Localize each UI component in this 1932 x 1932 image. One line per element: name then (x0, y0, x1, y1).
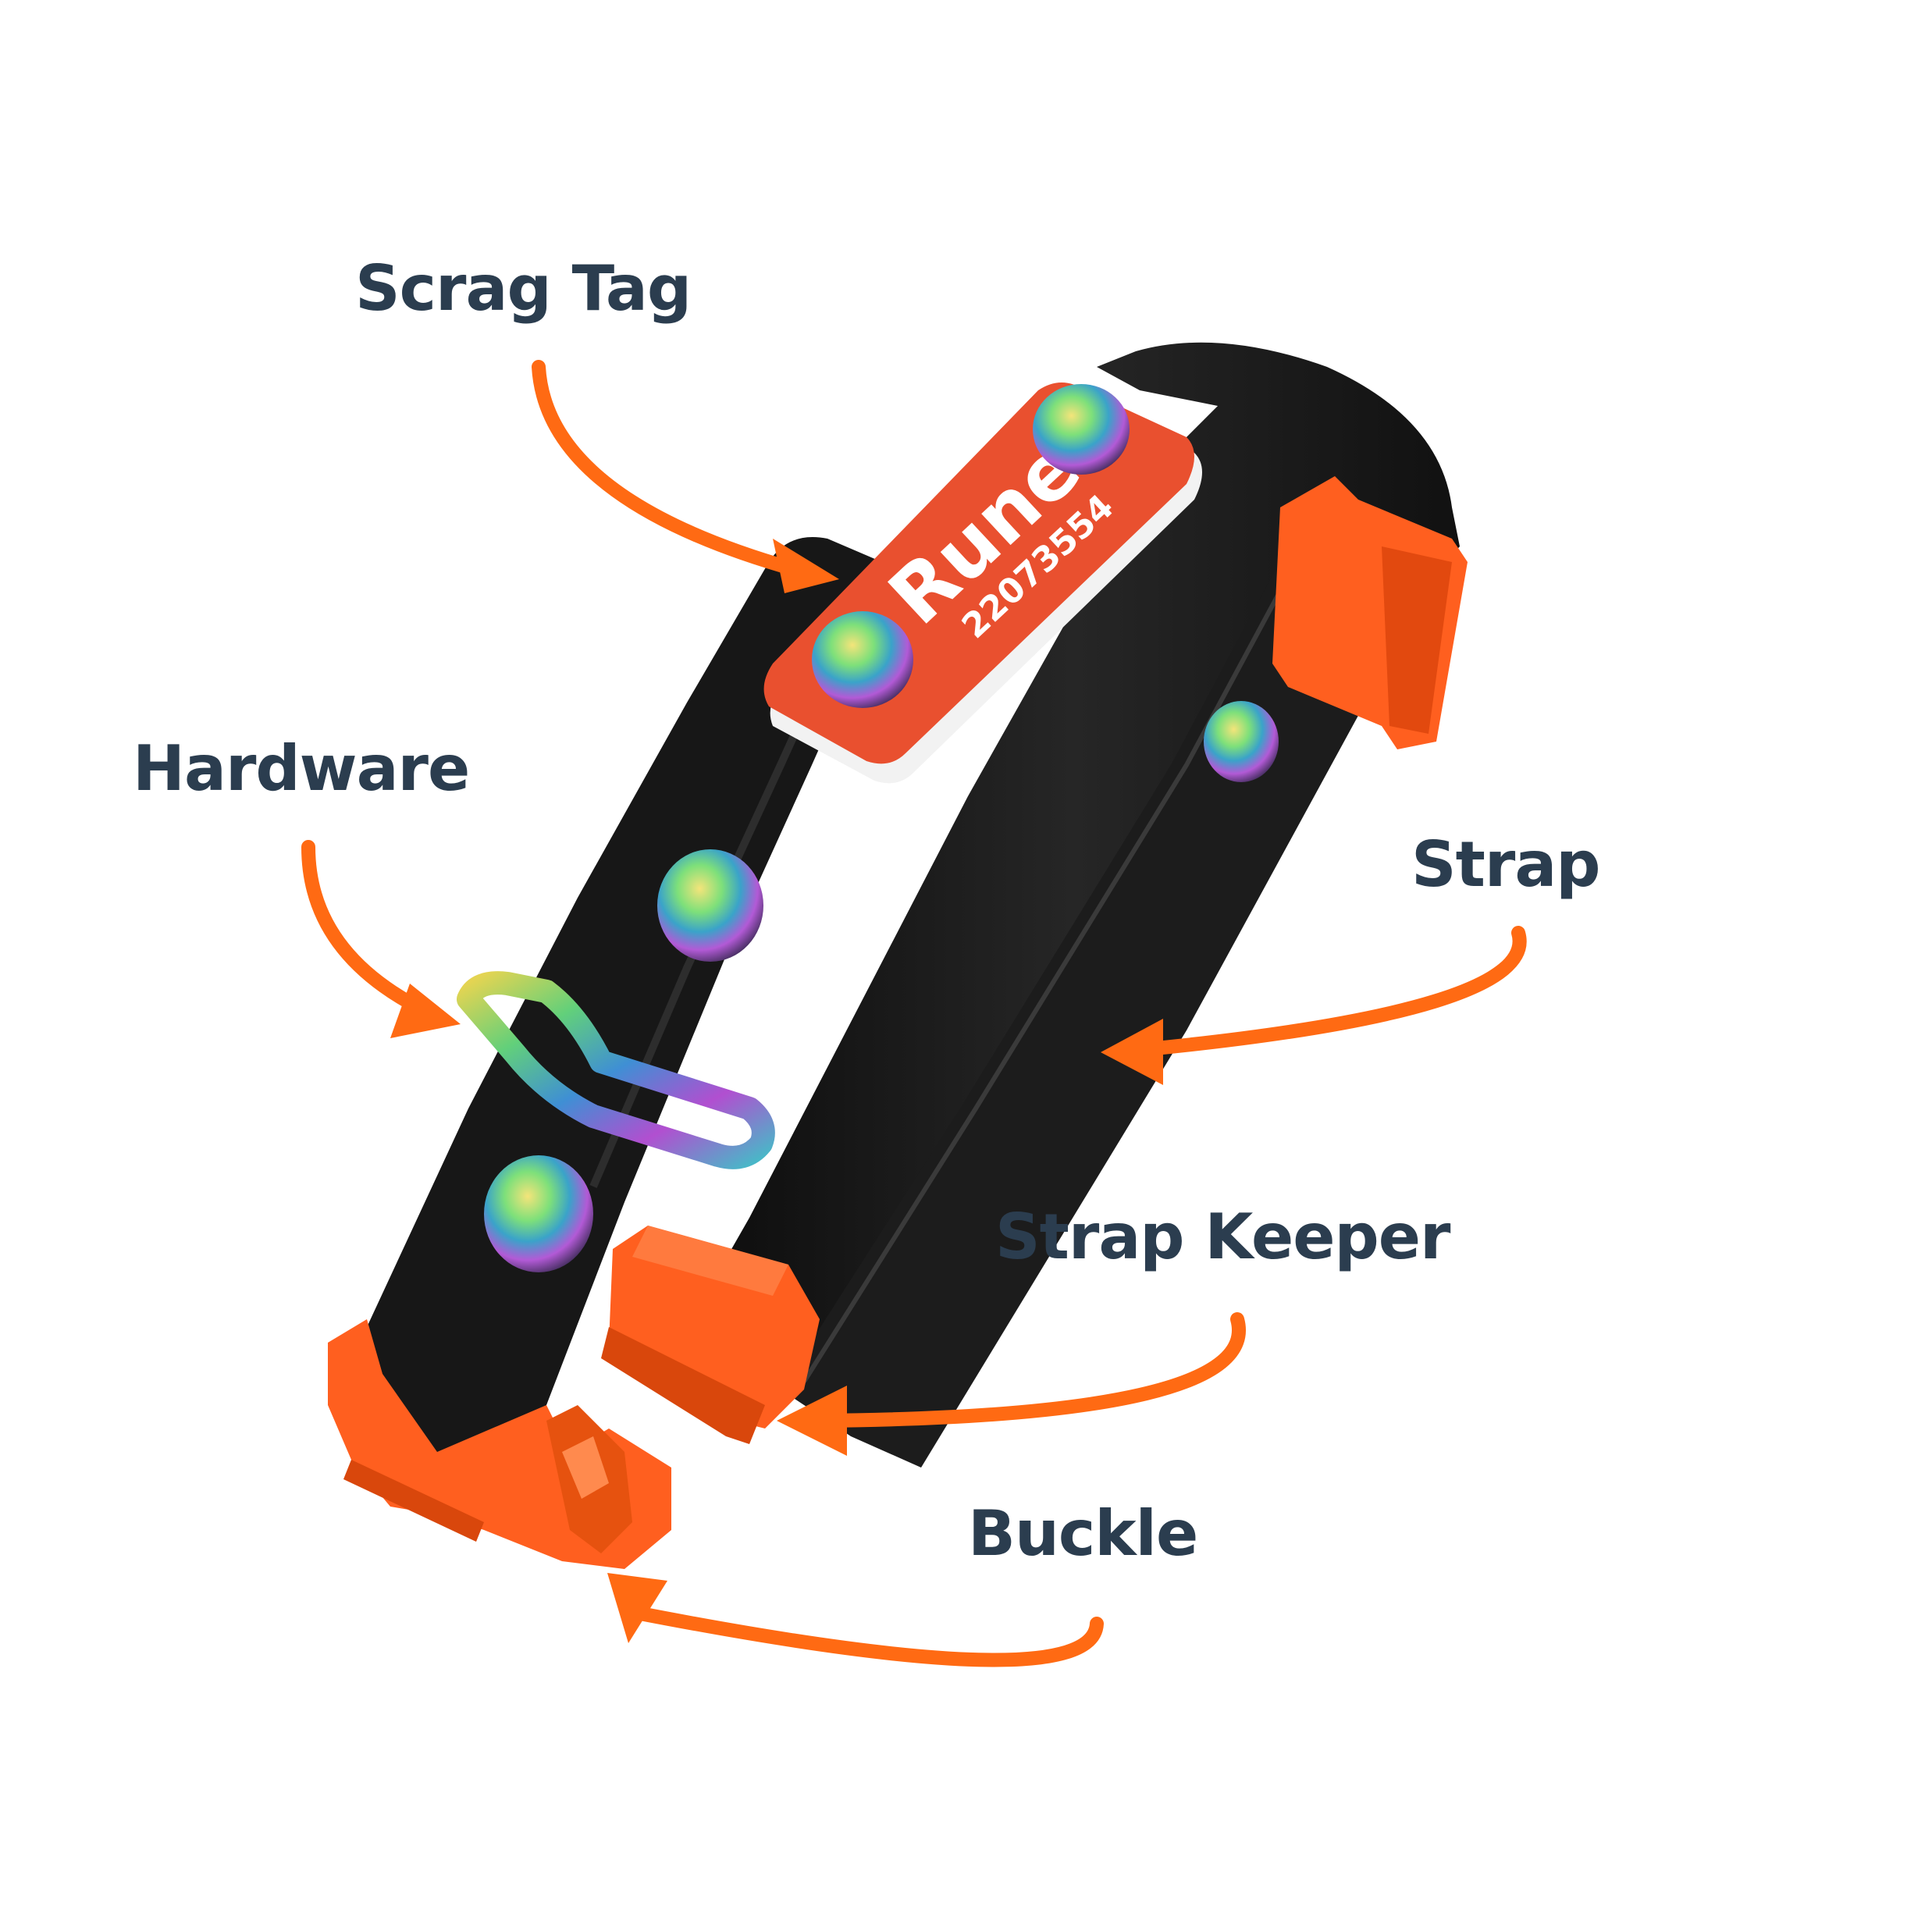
buckle (328, 1319, 671, 1569)
arrowhead-scrag-tag (773, 539, 839, 593)
arrowheads (390, 539, 1163, 1643)
arrowhead-strap-keeper (777, 1386, 847, 1456)
strap-keeper-front (601, 1226, 820, 1444)
rivet-strap-lower (484, 1155, 593, 1272)
arrowhead-strap (1101, 1019, 1163, 1085)
arrowhead-buckle (607, 1573, 667, 1643)
arrow-strap-keeper (813, 1312, 1246, 1428)
strap-back-section (687, 342, 1460, 1374)
strap-edge-highlight (802, 560, 1298, 1383)
rivet-strap-middle (657, 849, 763, 962)
rivet-strap-right (1204, 701, 1279, 782)
arrow-hardware (301, 840, 440, 1022)
strap-keeper-back-shade (1382, 546, 1452, 734)
rivet-tag-bottom (812, 611, 913, 708)
rivet-tag-top (1033, 384, 1130, 475)
label-hardware: Hardware (133, 732, 470, 805)
label-strap: Strap (1411, 828, 1601, 901)
arrowhead-hardware (390, 984, 461, 1038)
label-buckle: Buckle (968, 1497, 1198, 1570)
arrow-strap (1133, 926, 1527, 1057)
strap-front-section (343, 537, 882, 1468)
arrow-scrag-tag (532, 360, 803, 577)
arrow-buckle (625, 1605, 1104, 1667)
rivets (484, 384, 1279, 1272)
d-ring (457, 971, 775, 1169)
label-scrag-tag: Scrag Tag (355, 252, 692, 325)
label-strap-keeper: Strap Keeper (995, 1201, 1450, 1273)
callout-arrows (301, 360, 1527, 1667)
